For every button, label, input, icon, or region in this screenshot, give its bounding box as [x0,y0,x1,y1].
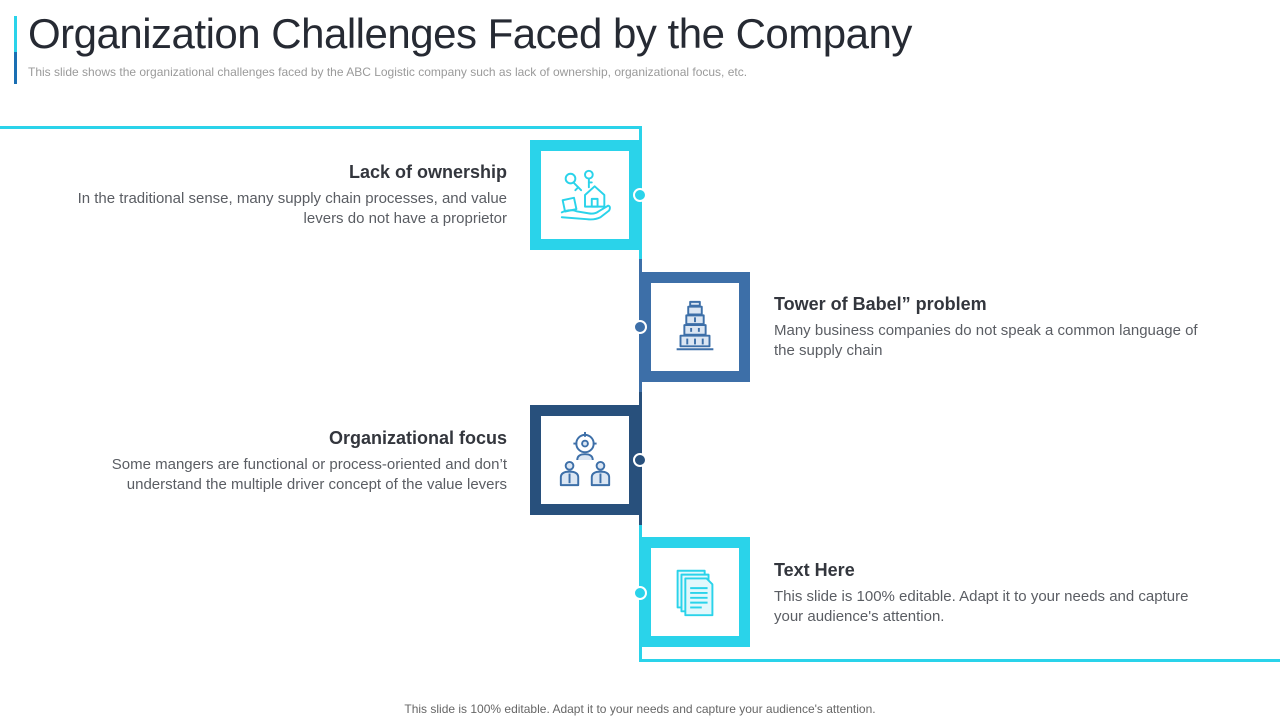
page-title: Organization Challenges Faced by the Com… [28,10,912,57]
timeline-dot-1 [633,188,647,202]
item-text-ownership: Lack of ownership In the traditional sen… [77,162,507,229]
top-cyan-line [0,126,642,129]
item-card-text [640,537,750,647]
timeline-dot-4 [633,586,647,600]
item-heading: Text Here [774,560,855,580]
item-heading: Tower of Babel” problem [774,294,987,314]
item-heading: Organizational focus [328,428,507,448]
timeline-dot-2 [633,320,647,334]
timeline-dot-3 [633,453,647,467]
item-text-focus: Organizational focus Some mangers are fu… [77,428,507,495]
item-description: In the traditional sense, many supply ch… [77,190,507,227]
item-description: Some mangers are functional or process-o… [111,456,507,493]
bottom-cyan-line [639,659,1280,662]
title-accent-bar-top [14,16,17,52]
page-subtitle: This slide shows the organizational chal… [28,65,748,79]
item-heading: Lack of ownership [348,162,507,182]
item-text-placeholder: Text Here This slide is 100% editable. A… [774,560,1204,627]
target-people-icon [559,431,611,487]
item-card-babel [640,272,750,382]
footer-note: This slide is 100% editable. Adapt it to… [404,702,876,716]
item-text-babel: Tower of Babel” problem Many business co… [774,294,1204,361]
item-card-ownership [530,140,640,250]
keys-house-hand-icon [560,169,611,221]
tower-of-babel-icon [676,300,714,351]
document-icon [676,569,714,617]
item-description: This slide is 100% editable. Adapt it to… [774,588,1189,625]
item-card-focus [530,405,640,515]
item-description: Many business companies do not speak a c… [774,322,1198,359]
